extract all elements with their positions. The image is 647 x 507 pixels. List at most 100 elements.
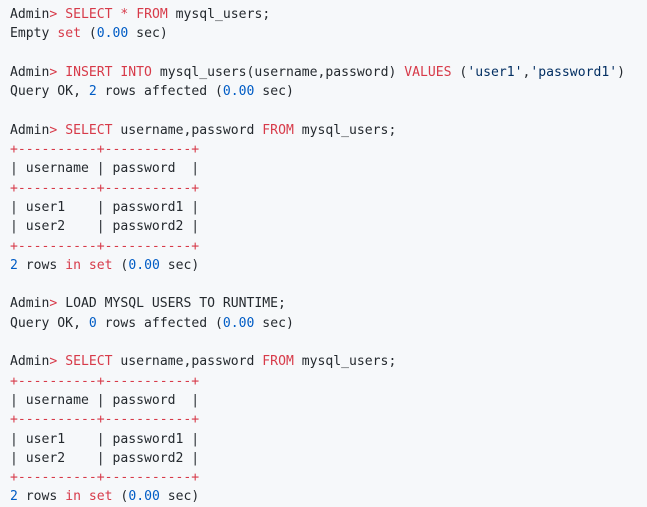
terminal-line: +----------+-----------+	[10, 179, 647, 198]
token-kw: INTO	[120, 64, 152, 80]
token-num: 0	[88, 315, 97, 331]
token-kw: SELECT	[65, 122, 113, 138]
token-text: Admin	[10, 354, 50, 370]
token-text: username,password	[112, 354, 263, 370]
terminal-line: +----------+-----------+	[10, 410, 647, 429]
token-text: ,	[522, 64, 531, 80]
token-text: mysql_users(username,password)	[151, 64, 405, 80]
token-kw: SELECT	[65, 354, 113, 370]
token-text	[81, 489, 89, 504]
token-text: | user1 | password1 |	[10, 199, 200, 215]
token-text: mysql_users;	[167, 7, 271, 22]
token-text: sec)	[254, 84, 294, 100]
token-text	[81, 258, 89, 273]
token-sep: +----------+-----------+	[10, 142, 200, 158]
token-text: (	[451, 64, 468, 80]
token-text: Admin	[10, 296, 50, 312]
token-kw: FROM	[136, 7, 168, 22]
token-num: 2	[88, 84, 97, 100]
terminal-line: 2 rows in set (0.00 sec)	[10, 487, 647, 506]
terminal-line: Admin> LOAD MYSQL USERS TO RUNTIME;	[10, 294, 647, 313]
token-sep: +----------+-----------+	[10, 238, 200, 254]
token-kw: *	[120, 7, 129, 22]
terminal-line: | user2 | password2 |	[10, 449, 647, 468]
token-text: rows affected (	[96, 315, 223, 331]
blank-line	[10, 333, 647, 352]
token-text: rows	[17, 257, 66, 273]
token-text: | user1 | password1 |	[10, 431, 200, 447]
terminal-line: | username | password |	[10, 159, 647, 178]
blank-line	[10, 44, 647, 63]
terminal-line: | username | password |	[10, 391, 647, 410]
token-text: | user2 | password2 |	[10, 219, 200, 235]
token-text	[128, 7, 136, 22]
token-text: | user2 | password2 |	[10, 450, 200, 466]
token-str: 'password1'	[530, 64, 618, 80]
token-text: (	[112, 257, 129, 273]
token-text: (	[80, 26, 97, 42]
terminal-line: Admin> SELECT * FROM mysql_users;	[10, 5, 647, 24]
terminal-line: 2 rows in set (0.00 sec)	[10, 256, 647, 275]
token-kw: >	[49, 122, 58, 138]
token-kw: VALUES	[404, 64, 452, 80]
token-num: 2	[10, 489, 18, 505]
token-text: mysql_users;	[293, 354, 397, 370]
token-text: (	[112, 489, 129, 505]
token-kw: >	[49, 354, 58, 370]
token-kw: >	[49, 7, 58, 22]
token-kw: FROM	[262, 122, 294, 138]
terminal-line: Query OK, 2 rows affected (0.00 sec)	[10, 82, 647, 101]
token-kw: in	[65, 489, 81, 505]
token-text: sec)	[254, 315, 294, 331]
token-text: LOAD MYSQL USERS TO RUNTIME;	[57, 296, 286, 312]
token-kw: set	[88, 257, 113, 273]
token-kw: INSERT	[65, 64, 113, 80]
terminal-line: +----------+-----------+	[10, 140, 647, 159]
token-kw: FROM	[262, 354, 294, 370]
token-num: 0.00	[222, 84, 255, 100]
terminal-line: Empty set (0.00 sec)	[10, 24, 647, 43]
token-sep: +----------+-----------+	[10, 373, 200, 389]
terminal-line: +----------+-----------+	[10, 237, 647, 256]
token-text: Admin	[10, 7, 50, 22]
token-text: )	[617, 64, 625, 80]
token-num: 0.00	[222, 315, 255, 331]
terminal-line: | user1 | password1 |	[10, 198, 647, 217]
terminal-line: | user2 | password2 |	[10, 217, 647, 236]
token-sep: +----------+-----------+	[10, 470, 200, 486]
token-text: rows affected (	[96, 84, 223, 100]
token-text: Admin	[10, 64, 50, 80]
token-text: sec)	[128, 26, 168, 42]
token-num: 2	[10, 257, 18, 273]
blank-line	[10, 101, 647, 120]
token-text: | username | password |	[10, 161, 200, 177]
token-kw: set	[57, 26, 81, 42]
token-kw: set	[88, 489, 113, 505]
token-text: mysql_users;	[293, 122, 397, 138]
terminal-line: | user1 | password1 |	[10, 430, 647, 449]
token-str: 'user1'	[467, 64, 523, 80]
token-text: Admin	[10, 122, 50, 138]
token-kw: SELECT	[65, 7, 113, 22]
token-sep: +----------+-----------+	[10, 412, 200, 428]
token-text: sec)	[159, 489, 200, 505]
token-num: 0.00	[128, 257, 160, 273]
token-kw: >	[49, 64, 58, 80]
token-text: Empty	[10, 26, 58, 42]
token-num: 0.00	[96, 26, 129, 42]
token-text: rows	[17, 489, 66, 505]
token-text: username,password	[112, 122, 263, 138]
terminal-line: +----------+-----------+	[10, 372, 647, 391]
token-text: | username | password |	[10, 392, 200, 408]
token-kw: >	[49, 296, 58, 312]
blank-line	[10, 275, 647, 294]
terminal-line: Query OK, 0 rows affected (0.00 sec)	[10, 314, 647, 333]
terminal-line: +----------+-----------+	[10, 468, 647, 487]
token-text: Query OK,	[10, 84, 89, 100]
token-sep: +----------+-----------+	[10, 180, 200, 196]
terminal-line: Admin> SELECT username,password FROM mys…	[10, 352, 647, 371]
token-text: sec)	[159, 257, 200, 273]
terminal-line: Admin> INSERT INTO mysql_users(username,…	[10, 63, 647, 82]
terminal-line: Admin> SELECT username,password FROM mys…	[10, 121, 647, 140]
